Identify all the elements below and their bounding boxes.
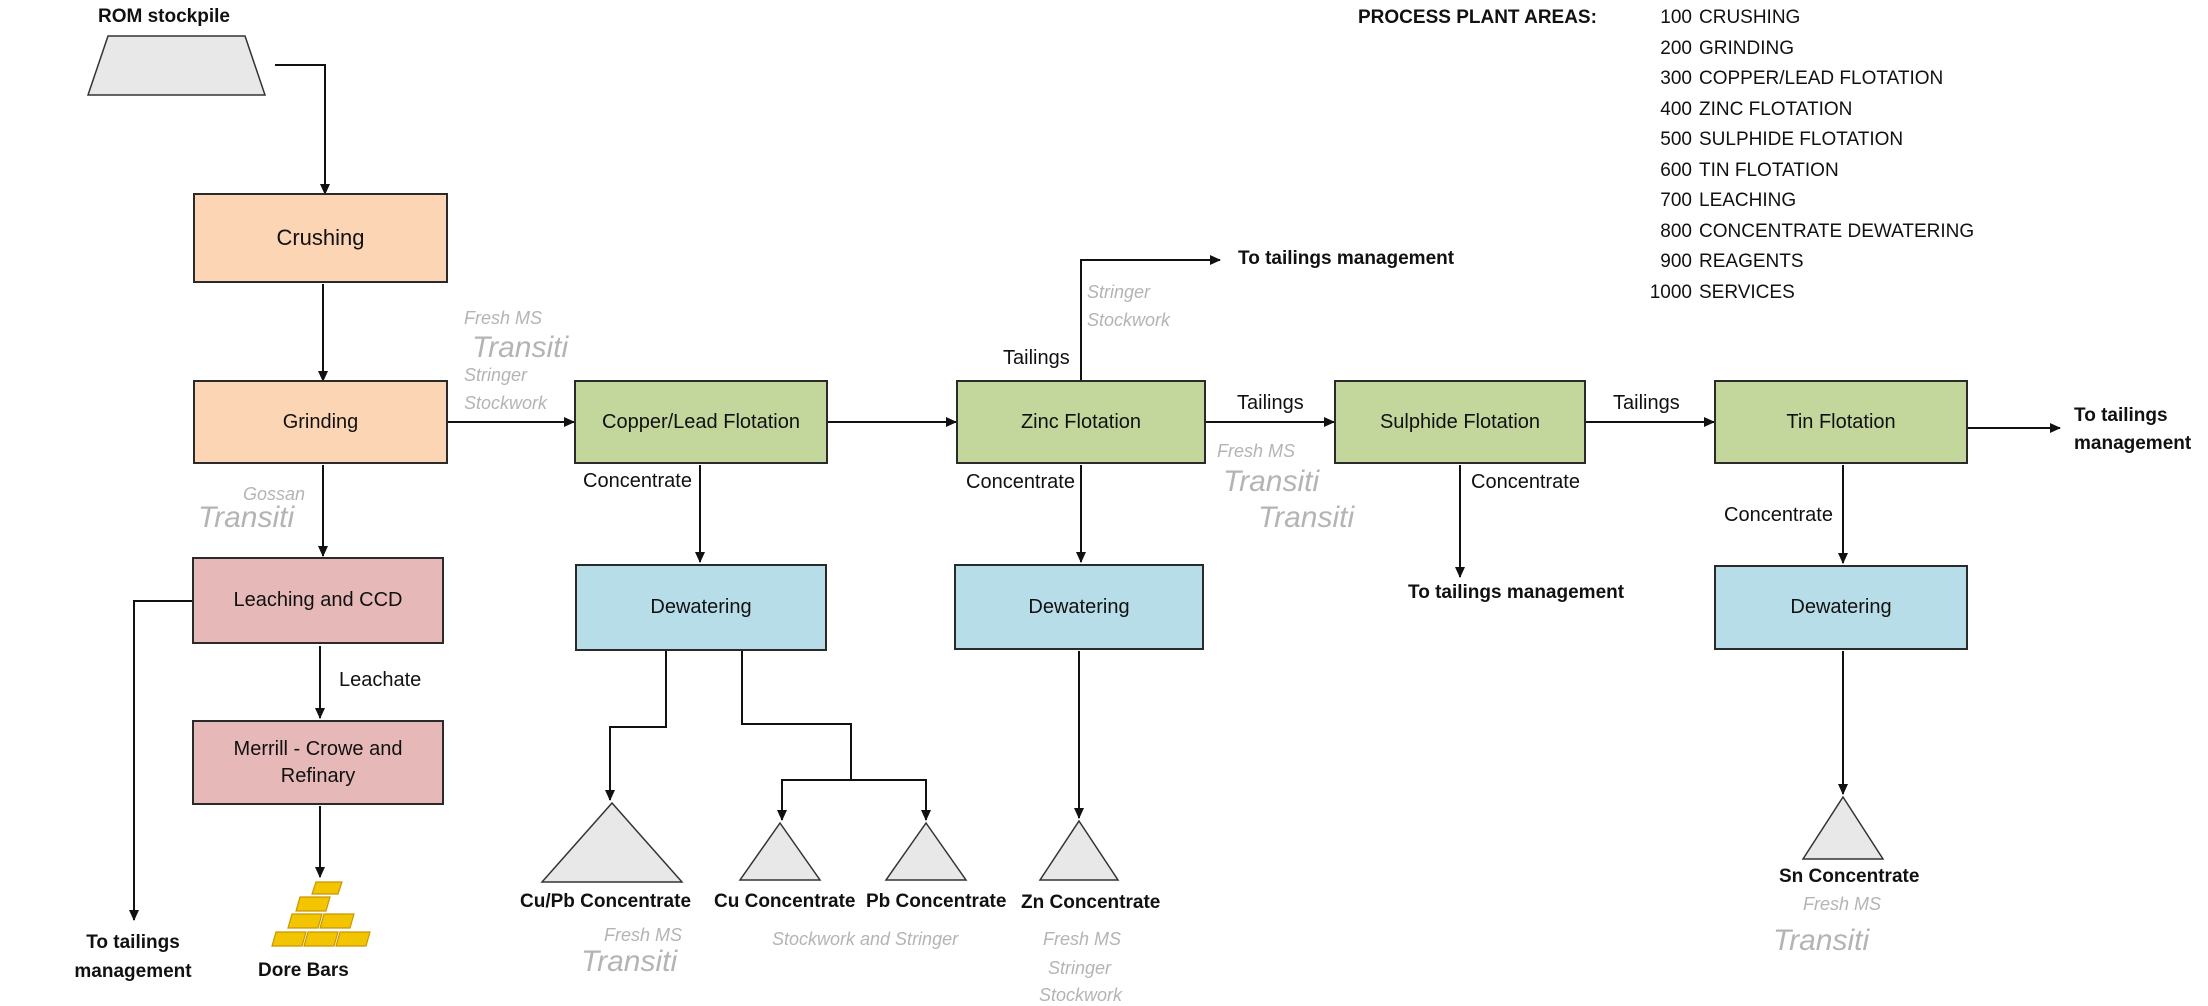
legend-item-number: 500 bbox=[1660, 129, 1692, 150]
zn-tailings-up-label: Tailings bbox=[1003, 347, 1070, 369]
crushing-box[interactable]: Crushing bbox=[193, 193, 448, 283]
ore-type-sn-1: Fresh MS bbox=[1803, 894, 1882, 914]
legend-item-number: 400 bbox=[1660, 98, 1692, 120]
tailings-destination-right-line2: management bbox=[2074, 433, 2192, 454]
tailings-destination-left-line1: To tailings bbox=[86, 932, 180, 953]
sn-concentrate-product: Sn Concentrate bbox=[1779, 866, 1920, 887]
flow-to-cu bbox=[777, 779, 851, 821]
ore-type-zn-2: Stringer bbox=[1048, 958, 1112, 978]
ore-type-sulphide-3: Transiti bbox=[1258, 501, 1355, 534]
sulphide-concentrate-label: Concentrate bbox=[1471, 471, 1580, 493]
rom-stockpile-label: ROM stockpile bbox=[98, 6, 230, 27]
ore-type-sn-2: Transiti bbox=[1773, 924, 1870, 957]
ore-type-cupb-2: Transiti bbox=[581, 945, 678, 978]
legend-item-number: 900 bbox=[1660, 251, 1692, 272]
zn-dewatering-box[interactable]: Dewatering bbox=[954, 564, 1204, 650]
dore-bars-product: Dore Bars bbox=[258, 960, 349, 981]
tin-concentrate-label: Concentrate bbox=[1724, 504, 1833, 526]
pb-concentrate-product: Pb Concentrate bbox=[866, 891, 1007, 912]
cupb-concentrate-product: Cu/Pb Concentrate bbox=[520, 891, 692, 912]
ore-type-sulphide-2: Transiti bbox=[1223, 465, 1320, 498]
legend-item-name: GRINDING bbox=[1699, 37, 1794, 59]
tailings-destination-sulphide: To tailings management bbox=[1408, 582, 1625, 603]
merrill-crowe-box[interactable]: Merrill - Crowe and Refinary bbox=[192, 720, 444, 805]
cu-pb-flotation-box[interactable]: Copper/Lead Flotation bbox=[574, 380, 828, 464]
legend-item-number: 200 bbox=[1660, 37, 1692, 59]
tin-flotation-box[interactable]: Tin Flotation bbox=[1714, 380, 1968, 464]
legend-item-name: SULPHIDE FLOTATION bbox=[1699, 129, 1904, 150]
ore-type-zinc-tail-2: Stockwork bbox=[1087, 310, 1171, 330]
legend-item-name: REAGENTS bbox=[1699, 251, 1804, 272]
ore-type-gossan-2: Transiti bbox=[198, 501, 295, 534]
legend-item-number: 100 bbox=[1660, 7, 1692, 28]
cupb-concentrate-pile bbox=[540, 801, 684, 883]
legend-item-name: TIN FLOTATION bbox=[1699, 159, 1839, 181]
leaching-box[interactable]: Leaching and CCD bbox=[192, 557, 444, 644]
flow-rom-crushing bbox=[275, 64, 330, 195]
flow-zinc-tailings-up bbox=[1080, 255, 1221, 380]
legend-item-number: 1000 bbox=[1649, 281, 1692, 303]
ore-type-zn-1: Fresh MS bbox=[1043, 929, 1122, 949]
ore-type-grinding-3: Stringer bbox=[464, 365, 528, 385]
flow-to-pb bbox=[851, 779, 931, 821]
grinding-box[interactable]: Grinding bbox=[193, 380, 448, 464]
flow-dewatering-cupb-product bbox=[605, 651, 667, 801]
cu-concentrate-pile bbox=[738, 821, 822, 881]
legend-item-name: ZINC FLOTATION bbox=[1699, 98, 1853, 120]
zn-concentrate-product: Zn Concentrate bbox=[1021, 892, 1161, 913]
legend-item-number: 800 bbox=[1660, 220, 1692, 242]
legend-item-number: 600 bbox=[1660, 159, 1692, 181]
zn-concentrate-pile bbox=[1038, 819, 1120, 881]
legend-item-name: CRUSHING bbox=[1699, 7, 1801, 28]
zinc-flotation-box[interactable]: Zinc Flotation bbox=[956, 380, 1206, 464]
legend-item-name: SERVICES bbox=[1699, 281, 1795, 303]
sn-concentrate-pile bbox=[1801, 795, 1885, 860]
sulphide-flotation-box[interactable]: Sulphide Flotation bbox=[1334, 380, 1586, 464]
rom-stockpile-shape bbox=[86, 35, 267, 96]
legend-item-name: CONCENTRATE DEWATERING bbox=[1699, 220, 1975, 242]
ore-type-cu-pb: Stockwork and Stringer bbox=[772, 929, 959, 949]
flow-leaching-tailings bbox=[129, 600, 192, 921]
cu-pb-dewatering-box[interactable]: Dewatering bbox=[575, 564, 827, 651]
tailings-destination-left-line2: management bbox=[74, 961, 192, 982]
ore-type-grinding-2: Transiti bbox=[472, 331, 569, 364]
cu-concentrate-product: Cu Concentrate bbox=[714, 891, 856, 912]
legend-item-number: 700 bbox=[1660, 190, 1692, 211]
ore-type-zn-3: Stockwork bbox=[1039, 985, 1123, 1005]
ore-type-cupb-1: Fresh MS bbox=[604, 925, 683, 945]
ore-type-grinding-4: Stockwork bbox=[464, 393, 548, 413]
tailings-destination-right-line1: To tailings bbox=[2074, 405, 2168, 426]
zn-tailings-label: Tailings bbox=[1237, 392, 1304, 414]
cupb-concentrate-label: Concentrate bbox=[583, 470, 692, 492]
sn-dewatering-box[interactable]: Dewatering bbox=[1714, 565, 1968, 650]
flow-dewatering-cu-pb-split bbox=[741, 651, 852, 780]
tailings-destination-top: To tailings management bbox=[1238, 248, 1455, 269]
ore-type-sulphide-1: Fresh MS bbox=[1217, 441, 1296, 461]
legend-item-number: 300 bbox=[1660, 68, 1692, 89]
ore-type-zinc-tail-1: Stringer bbox=[1087, 282, 1151, 302]
zn-concentrate-label: Concentrate bbox=[966, 471, 1075, 493]
ore-type-gossan-1: Gossan bbox=[243, 484, 306, 504]
ore-type-grinding-1: Fresh MS bbox=[464, 308, 543, 328]
leachate-label: Leachate bbox=[339, 669, 422, 691]
dore-bars-icon bbox=[271, 881, 371, 947]
pb-concentrate-pile bbox=[884, 821, 968, 881]
legend-title: PROCESS PLANT AREAS: bbox=[1358, 7, 1597, 28]
legend-item-name: LEACHING bbox=[1699, 190, 1797, 211]
sulphide-tailings-label: Tailings bbox=[1613, 392, 1680, 414]
legend-item-name: COPPER/LEAD FLOTATION bbox=[1699, 68, 1944, 89]
